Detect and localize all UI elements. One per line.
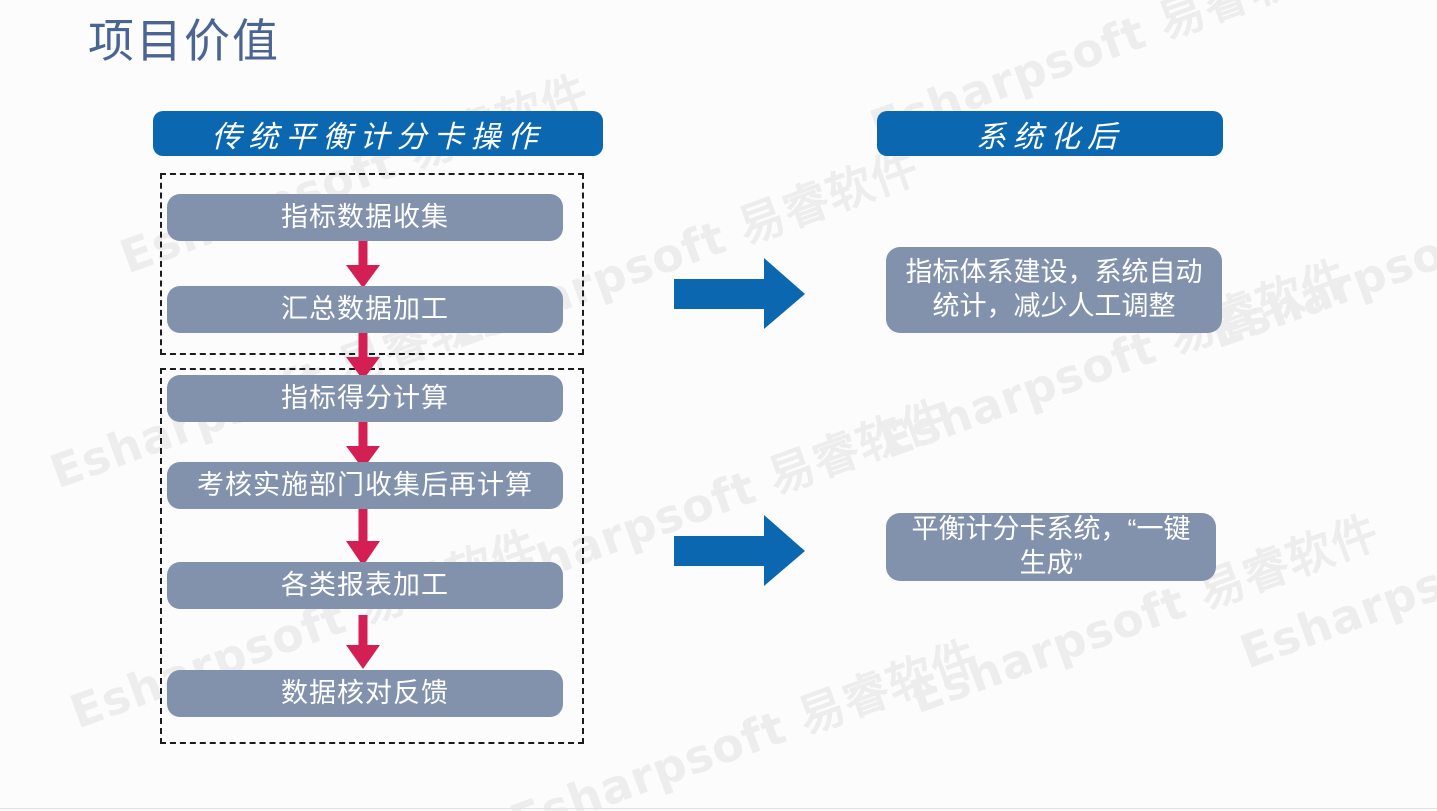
- process-step-box[interactable]: 各类报表加工: [167, 562, 563, 609]
- process-step-box[interactable]: 指标得分计算: [167, 375, 563, 422]
- process-step-box[interactable]: 指标数据收集: [167, 194, 563, 241]
- arrow-down-icon: [344, 420, 382, 470]
- arrow-down-icon: [344, 239, 382, 289]
- column-header-systematized: 系统化后: [877, 111, 1223, 156]
- process-step-box[interactable]: 考核实施部门收集后再计算: [167, 462, 563, 509]
- watermark-text: Esharpsoft 易睿软件: [1203, 139, 1437, 360]
- bottom-divider: [0, 808, 1437, 809]
- outcome-box[interactable]: 指标体系建设，系统自动统计，减少人工调整: [886, 247, 1222, 333]
- page-title: 项目价值: [88, 15, 280, 67]
- process-step-box[interactable]: 数据核对反馈: [167, 670, 563, 717]
- process-step-box[interactable]: 汇总数据加工: [167, 286, 563, 333]
- arrow-right-icon: [674, 258, 806, 330]
- dashed-group-data-collection: [160, 173, 584, 355]
- outcome-box[interactable]: 平衡计分卡系统，“一键生成”: [886, 513, 1216, 581]
- arrow-down-icon: [344, 331, 382, 381]
- watermark-text: Esharpsoft 易睿软件: [1233, 459, 1437, 680]
- dashed-group-scoring-reporting: [160, 368, 584, 744]
- arrow-down-icon: [344, 507, 382, 567]
- arrow-right-icon: [674, 515, 806, 587]
- column-header-traditional: 传统平衡计分卡操作: [153, 111, 603, 156]
- arrow-down-icon: [344, 615, 382, 670]
